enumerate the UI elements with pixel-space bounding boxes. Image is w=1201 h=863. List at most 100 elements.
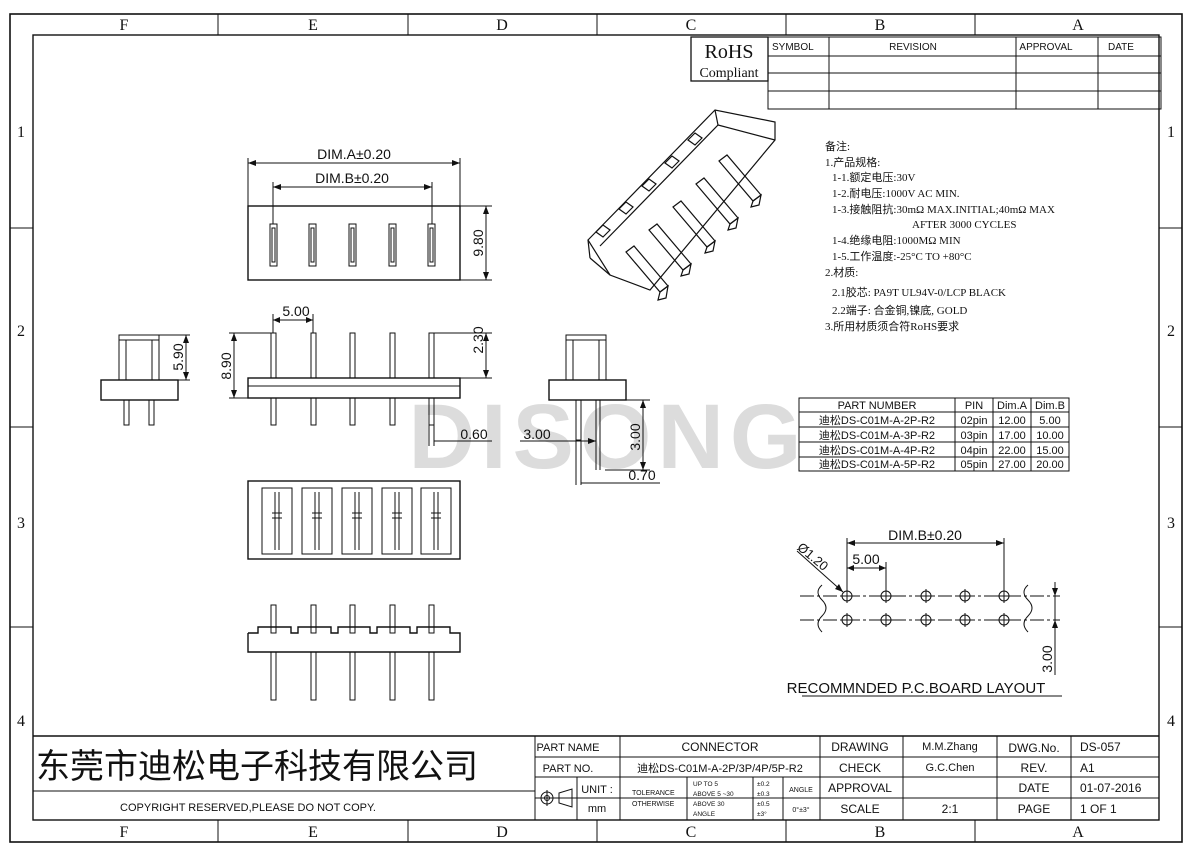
part-table-cell: 04pin [961, 445, 988, 457]
part-no-value: 迪松DS-C01M-A-2P/3P/4P/5P-R2 [637, 761, 803, 775]
part-table-cell: 03pin [961, 430, 988, 442]
dim-pitch-label: 5.00 [282, 303, 309, 319]
note-line: 1-3.接触阻抗:30mΩ MAX.INITIAL;40mΩ MAX [832, 202, 1055, 216]
part-table-cell: 17.00 [998, 430, 1026, 442]
part-table-cell: 02pin [961, 415, 988, 427]
side-view-left: 5.90 [100, 334, 190, 426]
row-label-4: 4 [17, 713, 25, 730]
dim-side-height-label: 5.90 [170, 343, 186, 370]
dim-b-label: DIM.B±0.20 [315, 170, 389, 186]
part-table-header: PART NUMBER [838, 400, 917, 412]
dwg-no-value: DS-057 [1080, 740, 1121, 754]
approval-label: APPROVAL [828, 781, 892, 795]
tolerance-label: TOLERANCE [632, 790, 675, 797]
rev-header-symbol: SYMBOL [772, 42, 814, 53]
col-label-e-bottom: E [308, 824, 318, 841]
note-line: 1-1.额定电压:30V [832, 170, 915, 184]
rev-label: REV. [1021, 761, 1048, 775]
part-table-cell: 15.00 [1036, 445, 1064, 457]
date-value: 01-07-2016 [1080, 781, 1142, 795]
note-line: 1-5.工作温度:-25°C TO +80°C [832, 249, 972, 263]
col-label-b-bottom: B [875, 824, 886, 841]
rev-header-approval: APPROVAL [1019, 42, 1073, 53]
rev-header-revision: REVISION [889, 42, 937, 53]
part-table-cell: 10.00 [1036, 430, 1064, 442]
tol-value: ±0.3 [757, 791, 770, 798]
dim-pin-offset-label: 3.00 [523, 426, 550, 442]
dwg-no-label: DWG.No. [1008, 741, 1059, 755]
notes: 备注: 1.产品规格: 1-1.额定电压:30V 1-2.耐电压:1000V A… [825, 139, 1055, 333]
rev-value: A1 [1080, 761, 1095, 775]
note-line: 1-2.耐电压:1000V AC MIN. [832, 187, 960, 200]
sheet-frame [9, 13, 1183, 843]
otherwise-label: OTHERWISE [632, 801, 675, 808]
page-label: PAGE [1018, 802, 1050, 816]
pcb-dim-b-label: DIM.B±0.20 [888, 527, 962, 543]
copyright-note: COPYRIGHT RESERVED,PLEASE DO NOT COPY. [120, 802, 376, 814]
scale-value: 2:1 [942, 802, 959, 816]
part-table-header: Dim.A [997, 400, 1028, 412]
dim-height-label: 9.80 [470, 229, 486, 256]
tol-value: ±3° [757, 810, 767, 818]
pcb-row-label: 3.00 [1039, 645, 1055, 672]
part-number-table [798, 397, 1070, 472]
rev-header-date: DATE [1108, 42, 1134, 53]
note-line: AFTER 3000 CYCLES [912, 219, 1017, 231]
scale-label: SCALE [840, 802, 879, 816]
tol-value: ±0.5 [757, 801, 770, 808]
row-label-2: 2 [17, 323, 25, 340]
dim-pin-width-label: 0.60 [460, 426, 487, 442]
bottom-view [247, 480, 461, 560]
part-table-cell: 迪松DS-C01M-A-4P-R2 [819, 443, 935, 457]
note-line: 2.材质: [825, 265, 858, 279]
part-table-header: Dim.B [1035, 400, 1065, 412]
part-table-header: PIN [965, 400, 983, 412]
part-table-cell: 迪松DS-C01M-A-5P-R2 [819, 457, 935, 471]
col-label-d: D [496, 17, 508, 34]
col-label-c: C [686, 17, 697, 34]
part-name-value: CONNECTOR [681, 740, 758, 754]
part-table-cell: 20.00 [1036, 459, 1064, 471]
dim-pin-top-label: 2.30 [470, 326, 486, 353]
projection-symbol-icon [539, 788, 573, 808]
col-label-f: F [120, 17, 129, 34]
rear-view [247, 604, 461, 701]
watermark: DISONG [409, 386, 808, 488]
tol-value: ±0.2 [757, 781, 770, 788]
pcb-layout-caption: RECOMMNDED P.C.BOARD LAYOUT [787, 680, 1046, 697]
check-label: CHECK [839, 761, 881, 775]
col-label-a-bottom: A [1072, 824, 1084, 841]
drawing-value: M.M.Zhang [922, 741, 978, 753]
tol-range: UP TO 5 [693, 781, 718, 788]
rohs-badge: RoHS Compliant [690, 36, 769, 82]
title-block [33, 735, 1159, 820]
part-table-cell: 迪松DS-C01M-A-2P-R2 [819, 413, 935, 427]
note-line: 1.产品规格: [825, 155, 880, 169]
dim-pin-depth-label: 3.00 [627, 423, 643, 450]
top-view: DIM.A±0.20 DIM.B±0.20 9.80 [247, 146, 492, 281]
side-view-right: 3.00 3.00 0.70 [520, 334, 660, 485]
angle-label: ANGLE [789, 787, 813, 794]
note-line: 3.所用材质须合符RoHS要求 [825, 319, 959, 333]
col-label-a: A [1072, 17, 1084, 34]
pcb-layout: DIM.B±0.20 5.00 Ø1.20 [787, 527, 1062, 697]
rohs-compliant: Compliant [699, 66, 758, 81]
dim-total-height-label: 8.90 [218, 352, 234, 379]
part-table-cell: 迪松DS-C01M-A-3P-R2 [819, 428, 935, 442]
note-line: 备注: [825, 139, 850, 153]
tol-range: ABOVE 30 [693, 801, 725, 808]
part-table-cell: 12.00 [998, 415, 1026, 427]
row-label-1: 1 [17, 124, 25, 141]
pcb-hole-label: Ø1.20 [795, 539, 832, 573]
drawing-label: DRAWING [831, 740, 889, 754]
tol-range: ANGLE [693, 811, 716, 818]
check-value: G.C.Chen [926, 762, 975, 774]
front-view: 5.00 8.90 2.30 0.60 [218, 303, 492, 446]
isometric-view [587, 109, 776, 301]
tol-range: ABOVE 5 ~30 [693, 791, 734, 798]
date-label: DATE [1018, 781, 1049, 795]
part-table-cell: 22.00 [998, 445, 1026, 457]
row-label-2-right: 2 [1167, 323, 1175, 340]
unit-value: mm [588, 803, 606, 815]
